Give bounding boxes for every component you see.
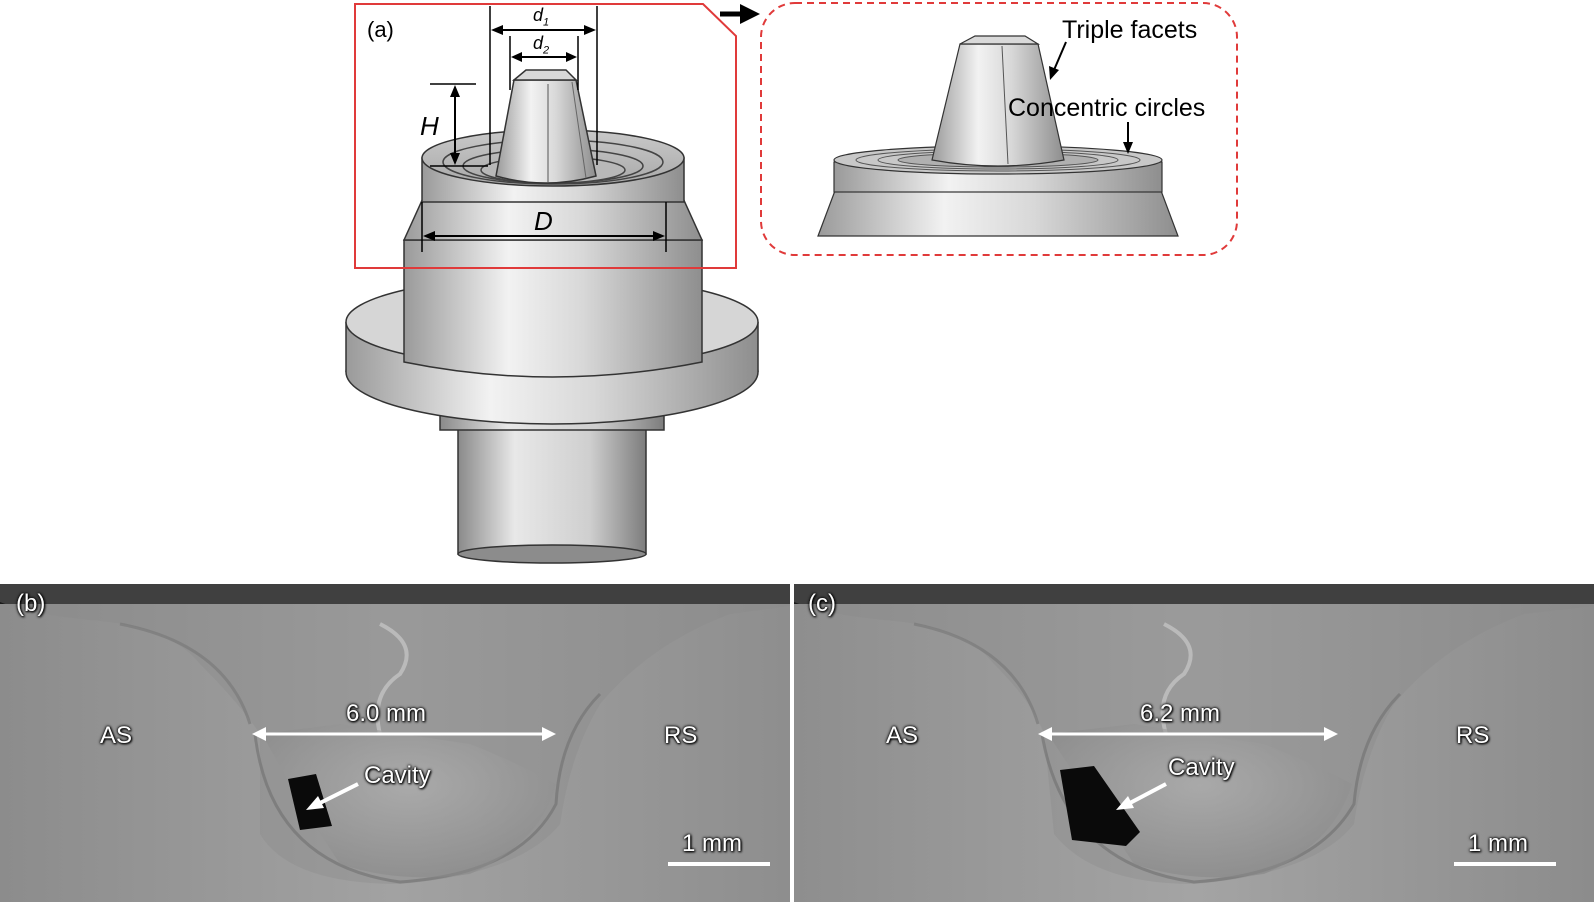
tool-shank (439, 407, 665, 564)
dim-d1-label: d1 (533, 6, 549, 29)
panel-b-rs: RS (664, 722, 698, 749)
micrograph-c: (c) AS RS 6.2 mm Cavity 1 mm (794, 584, 1594, 902)
panel-a-label: (a) (367, 17, 394, 42)
concentric-circles-callout: Concentric circles (1008, 94, 1206, 122)
triple-facets-callout: Triple facets (1062, 16, 1198, 44)
dim-d1-sub: 1 (543, 16, 550, 29)
dim-d2-label: d2 (533, 34, 549, 57)
panel-a-frame (354, 3, 737, 269)
panel-b-cavity: Cavity (364, 762, 431, 789)
inset-drawing (817, 35, 1179, 237)
panel-b-width: 6.0 mm (346, 700, 427, 727)
tool-body (402, 195, 704, 378)
panel-b-as: AS (100, 722, 133, 749)
inset-frame (760, 2, 1238, 256)
tool-drawing (345, 2, 1238, 564)
panel-c-label: (c) (808, 590, 836, 617)
dim-d2-letter: d (533, 33, 544, 53)
panel-c-width: 6.2 mm (1140, 700, 1221, 727)
panel-c-rs: RS (1456, 722, 1490, 749)
micrograph-c-annotations (1038, 727, 1556, 866)
micrograph-b: (b) AS RS 6.0 mm Cavity 1 mm (0, 584, 790, 902)
dimension-lines (421, 6, 667, 252)
inset-arrow (720, 4, 760, 24)
dim-d-label: D (534, 206, 553, 236)
dim-h-label: H (420, 111, 439, 141)
panel-b-label: (b) (16, 590, 46, 617)
tool-pin (495, 69, 597, 184)
panel-c-as: AS (886, 722, 919, 749)
dim-d2-sub: 2 (543, 44, 550, 57)
micrograph-b-annotations (252, 727, 770, 866)
panel-c-scale: 1 mm (1468, 830, 1528, 857)
panel-divider (790, 584, 794, 902)
dim-d1-letter: d (533, 5, 544, 25)
panel-c-cavity: Cavity (1168, 754, 1235, 781)
panel-b-scale: 1 mm (682, 830, 742, 857)
